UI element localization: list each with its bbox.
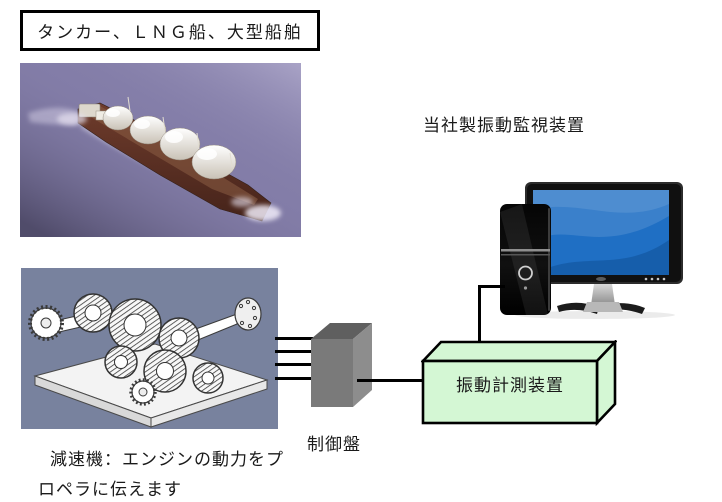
monitor: [525, 182, 683, 314]
title-text: タンカー、ＬＮＧ船、大型船舶: [37, 23, 303, 42]
sensor-cable-line: [275, 377, 313, 380]
control-panel-box: [311, 323, 372, 407]
control-panel-label: 制御盤: [307, 435, 361, 454]
reduction-gear-illustration: [21, 268, 278, 429]
pc-tower: [500, 204, 551, 315]
measurement-device-box: [421, 340, 617, 426]
sensor-cable-line: [275, 350, 313, 353]
computer-illustration: [500, 182, 683, 319]
gear-drums-upper: [73, 293, 200, 359]
sensor-cable-line: [275, 337, 313, 340]
gear-drums-lower: [104, 345, 224, 394]
panel-to-device-cable: [357, 379, 424, 382]
gear-caption-line2: ロペラに伝えます: [38, 480, 182, 499]
monitoring-system-label: 当社製振動監視装置: [423, 116, 585, 135]
front-gear: [129, 378, 157, 406]
measurement-device-label: 振動計測装置: [456, 376, 564, 395]
lng-ship-photo: [20, 63, 301, 237]
tower-badge-icon: [518, 265, 533, 281]
title-box: タンカー、ＬＮＧ船、大型船舶: [20, 10, 320, 51]
gear-caption-line1: 減速機：エンジンの動力をプ: [50, 450, 284, 469]
output-flange: [192, 297, 262, 343]
sensor-cable-line: [275, 363, 313, 366]
device-to-pc-cable-horizontal: [478, 285, 505, 288]
input-gear: [28, 305, 86, 341]
device-to-pc-cable-vertical: [478, 285, 481, 343]
